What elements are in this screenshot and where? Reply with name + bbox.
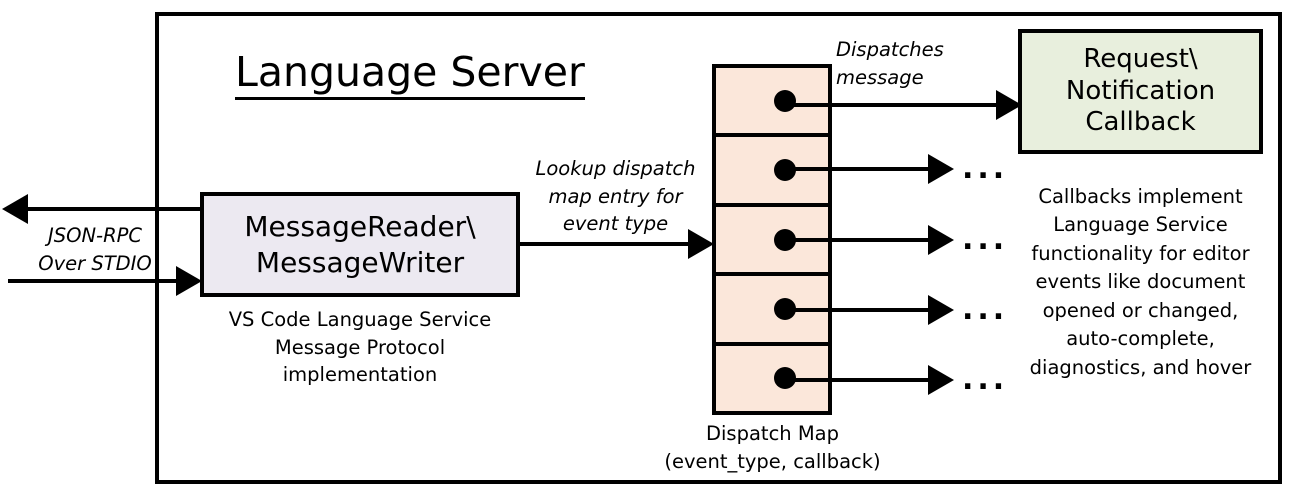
jsonrpc-label-line2: Over STDIO: [38, 251, 152, 275]
callback-caption-line3: functionality for editor: [1031, 241, 1250, 265]
dispatch-row1-arrowhead: [996, 90, 1022, 120]
edge-label-dispatches: Dispatches message: [836, 36, 996, 91]
reader-caption-line1: VS Code Language Service: [228, 308, 492, 331]
dispatch-row1-line: [778, 103, 1000, 107]
jsonrpc-in-line: [8, 279, 176, 283]
dispatch-map-caption: Dispatch Map (event_type, callback): [655, 420, 890, 475]
lookup-label-line3: event type: [562, 212, 669, 236]
callback-caption-line6: auto-complete,: [1066, 327, 1215, 351]
dispatch-caption-line2: (event_type, callback): [664, 449, 881, 473]
edge-label-jsonrpc: JSON-RPC Over STDIO: [30, 222, 160, 277]
jsonrpc-in-arrowhead: [176, 266, 202, 296]
callback-label-line2: Notification: [1065, 75, 1216, 106]
jsonrpc-out-arrowhead: [2, 194, 28, 224]
dispatch-row4-arrowhead: [928, 295, 954, 325]
message-reader-writer-caption: VS Code Language Service Message Protoco…: [200, 306, 520, 389]
callback-caption-line7: diagnostics, and hover: [1029, 355, 1252, 379]
dispatch-row3-line: [778, 238, 930, 242]
dispatch-row3-ellipsis: ...: [962, 222, 1009, 257]
language-server-boundary: [155, 12, 1282, 484]
dispatch-row2-line: [778, 167, 930, 171]
callback-label-line3: Callback: [1085, 107, 1196, 138]
dispatch-row5-arrowhead: [928, 365, 954, 395]
dispatch-row4-ellipsis: ...: [962, 292, 1009, 327]
dispatch-row2-arrowhead: [928, 154, 954, 184]
lookup-label-line2: map entry for: [548, 184, 683, 208]
dispatch-row5-line: [778, 378, 930, 382]
dispatch-row2-ellipsis: ...: [962, 151, 1009, 186]
callback-caption-line2: Language Service: [1053, 213, 1228, 237]
reader-label-line2: MessageWriter: [255, 245, 465, 279]
dispatch-entry-dot: [774, 89, 796, 112]
callback-caption-line4: events like document: [1035, 270, 1246, 294]
edge-label-lookup: Lookup dispatch map entry for event type: [518, 155, 713, 238]
request-notification-callback-box[interactable]: Request\ Notification Callback: [1018, 29, 1263, 154]
reader-caption-line2: Message Protocol implementation: [274, 335, 446, 387]
reader-label-line1: MessageReader\: [244, 209, 476, 243]
dispatches-label-line2: message: [836, 65, 924, 89]
callback-label-line1: Request\: [1083, 43, 1198, 74]
callback-caption: Callbacks implement Language Service fun…: [1008, 183, 1273, 382]
jsonrpc-out-line: [28, 207, 202, 211]
lookup-label-line1: Lookup dispatch: [535, 157, 696, 180]
dispatch-row4-line: [778, 308, 930, 312]
callback-caption-line1: Callbacks implement: [1038, 185, 1243, 208]
dispatch-row5-ellipsis: ...: [962, 362, 1009, 397]
dispatch-map-row[interactable]: [716, 137, 828, 207]
lookup-line: [520, 242, 690, 246]
callback-caption-line5: opened or changed,: [1042, 298, 1239, 322]
message-reader-writer-box[interactable]: MessageReader\ MessageWriter: [200, 192, 520, 297]
dispatch-caption-line1: Dispatch Map: [706, 422, 839, 445]
dispatches-label-line1: Dispatches: [836, 38, 944, 61]
lookup-arrowhead: [688, 229, 714, 259]
page-title: Language Server: [235, 49, 585, 101]
dispatch-row3-arrowhead: [928, 225, 954, 255]
jsonrpc-label-line1: JSON-RPC: [47, 224, 143, 247]
